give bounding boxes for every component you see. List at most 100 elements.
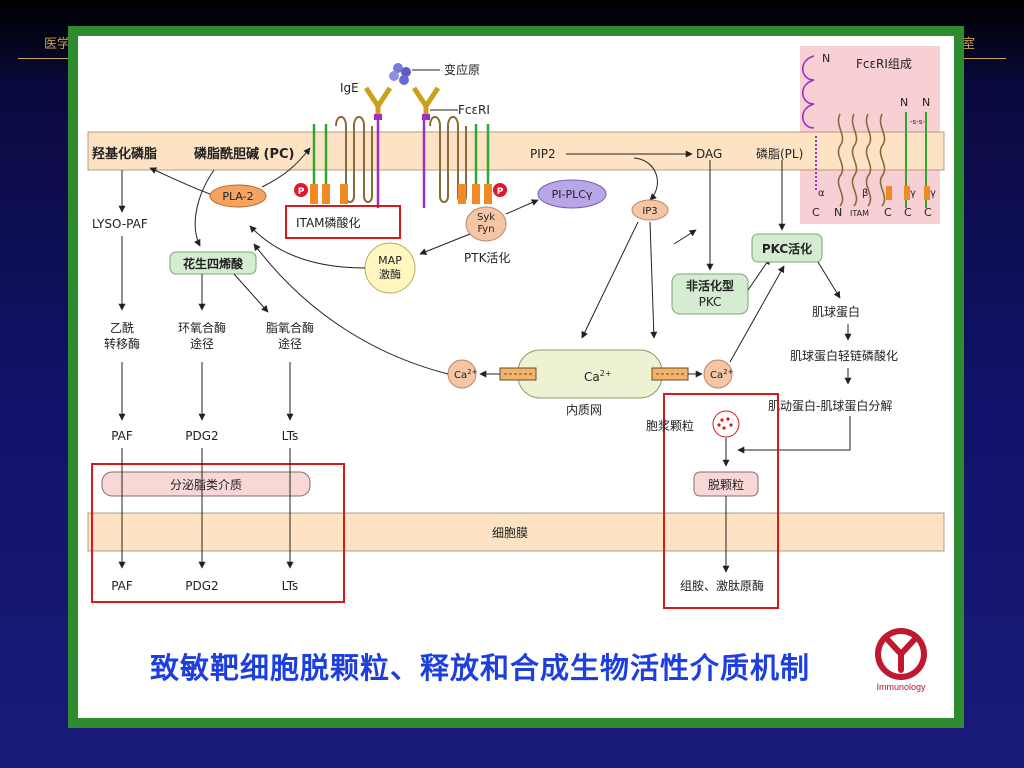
paf-out-label: PAF	[111, 579, 133, 593]
myosin-label: 肌球蛋白	[812, 304, 860, 319]
lyso-paf-label: LYSO-PAF	[92, 217, 148, 231]
phosphatidylcholine-label: 磷脂酰胆碱 (PC)	[194, 146, 294, 162]
map-to-pla2-arrow	[249, 225, 366, 269]
ca-channel-right	[651, 367, 689, 381]
phospho-right-label: P	[497, 187, 504, 197]
lipoxygenase-label-2: 途径	[278, 336, 302, 351]
ca-right-node	[703, 359, 733, 389]
mechanism-diagram: 细胞膜 羟基化磷脂 磷脂酰胆碱 (PC) PIP2 DAG 磷脂(PL) IgE…	[87, 46, 945, 609]
ca-to-pkc-arrow	[729, 265, 785, 363]
arachidonic-acid-node	[169, 251, 257, 275]
er-label: 内质网	[566, 403, 602, 417]
cell-membrane-bar	[87, 512, 945, 552]
inactive-pkc-node	[671, 273, 749, 315]
inset-n1: N	[900, 96, 908, 109]
acetyltransferase-label-2: 转移酶	[104, 336, 140, 351]
kinase-label: 激酶	[379, 267, 401, 281]
dag-label: DAG	[696, 147, 722, 161]
fyn-label: Fyn	[477, 224, 494, 235]
ip3-node	[631, 199, 669, 221]
hydroxy-phospholipid-label: 羟基化磷脂	[92, 146, 157, 162]
pla2-to-pc-arrow	[261, 147, 311, 188]
granule-label: 胞浆颗粒	[646, 418, 694, 433]
inactive-to-active-pkc-arrow	[747, 257, 771, 291]
ptk-activation-label: PTK活化	[464, 251, 510, 265]
lts-out-label: LTs	[282, 579, 299, 593]
itam-phosphorylation-label: ITAM磷酸化	[296, 215, 361, 230]
ip3-label: IP3	[642, 206, 657, 217]
lts-label: LTs	[282, 429, 299, 443]
inset-n-bottom: N	[834, 206, 842, 219]
ige-label: IgE	[340, 81, 359, 95]
inset-itam: ITAM	[850, 209, 869, 218]
ip3-to-dag-arrow	[673, 229, 697, 245]
inset-n-top: N	[822, 52, 830, 65]
cell-membrane-label: 细胞膜	[492, 526, 528, 540]
allergen-label: 变应原	[444, 62, 480, 77]
pla2-label: PLA-2	[222, 190, 253, 203]
pdg2-label: PDG2	[185, 429, 218, 443]
lipoxygenase-label-1: 脂氧合酶	[266, 320, 314, 335]
phospholipid-pl-label: 磷脂(PL)	[756, 146, 803, 161]
ip3-to-er-right-arrow	[649, 221, 658, 339]
paf-label: PAF	[111, 429, 133, 443]
header-right-text: 室	[962, 37, 976, 52]
histamine-kininogenase-label: 组胺、激肽原酶	[680, 578, 764, 593]
receptor-left	[310, 116, 380, 208]
pla2-to-hydroxy-arrow	[149, 167, 211, 195]
phospho-right-icon	[493, 183, 507, 197]
cyclooxygenase-label-2: 途径	[190, 336, 214, 351]
ca-right-label: Ca2+	[710, 368, 734, 381]
itam-highlight-box	[285, 205, 401, 239]
secrete-lipid-mediators-node	[101, 471, 311, 497]
fceri-label: FcεRI	[458, 103, 490, 117]
pkc-to-myosin-arrow	[817, 261, 841, 299]
pi-plc-label: PI-PLCγ	[552, 188, 593, 201]
fceri-structure-inset	[801, 55, 930, 208]
pdg2-out-label: PDG2	[185, 579, 218, 593]
inactive-pkc-label-1: 非活化型	[686, 278, 734, 293]
immunology-logo	[875, 628, 927, 680]
pkc-activation-label: PKC活化	[762, 241, 812, 256]
slide-caption: 致敏靶细胞脱颗粒、释放和合成生物活性介质机制	[150, 651, 811, 685]
ige-right	[411, 86, 441, 116]
degranulation-label: 脱颗粒	[708, 477, 744, 492]
acetyltransferase-label-1: 乙酰	[110, 321, 134, 335]
phospho-left-icon	[294, 183, 308, 197]
ca-left-label: Ca2+	[454, 368, 478, 381]
pla2-node	[209, 184, 267, 208]
allergen-cluster	[389, 63, 411, 85]
syk-to-piplc-arrow	[505, 199, 539, 215]
inset-n2: N	[922, 96, 930, 109]
ca-channel-left	[499, 367, 537, 381]
pip2-to-ip3-arrow	[633, 157, 658, 201]
map-label: MAP	[378, 254, 402, 267]
inset-c4: C	[924, 206, 932, 219]
pc-to-arachidonic-arrow	[194, 169, 215, 247]
inset-gamma1: γ	[910, 188, 916, 199]
logo-text: Immunology	[876, 682, 926, 692]
phospho-left-label: P	[298, 187, 305, 197]
inset-gamma2: γ	[930, 188, 936, 199]
pkc-activation-node	[751, 233, 823, 263]
ca-to-pla2-arrow	[253, 243, 449, 375]
granule-icon	[712, 410, 740, 438]
actomyosin-to-degranulation-arrow	[737, 416, 851, 454]
er-ca-label: Ca2+	[584, 369, 612, 384]
actomyosin-label: 肌动蛋白-肌球蛋白分解	[768, 398, 892, 413]
syk-to-map-arrow	[419, 233, 471, 255]
diagram-panel: 细胞膜 羟基化磷脂 磷脂酰胆碱 (PC) PIP2 DAG 磷脂(PL) IgE…	[78, 36, 954, 718]
pi-plc-node	[537, 179, 607, 209]
receptor-right	[422, 116, 492, 208]
inset-alpha: α	[818, 188, 825, 199]
syk-fyn-node	[465, 206, 507, 242]
pip2-label: PIP2	[530, 147, 556, 161]
top-membrane-bar	[87, 131, 945, 171]
ige-left	[363, 86, 393, 116]
inset-beta: β	[862, 188, 868, 199]
syk-label: Syk	[477, 212, 495, 223]
secrete-lipid-mediators-label: 分泌脂类介质	[170, 477, 242, 492]
arachidonic-acid-label: 花生四烯酸	[183, 256, 244, 271]
inactive-pkc-label-2: PKC	[699, 295, 722, 309]
ip3-to-er-left-arrow	[581, 221, 639, 339]
